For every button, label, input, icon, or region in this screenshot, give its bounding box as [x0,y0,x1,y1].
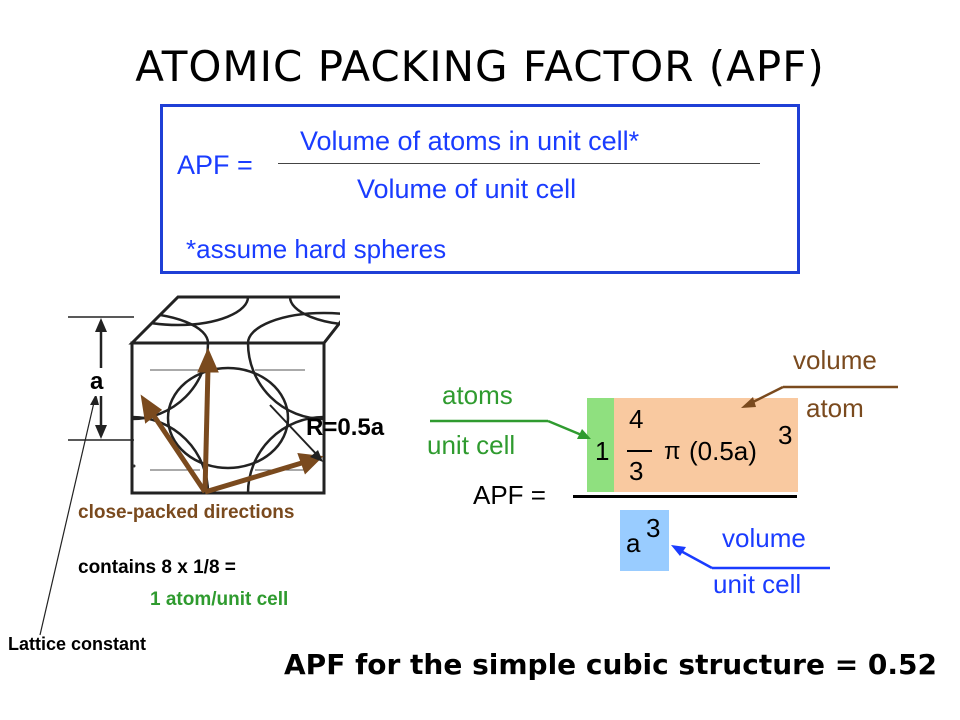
numerator-four: 4 [629,404,644,434]
cell-volume-exponent: 3 [646,513,661,543]
lattice-constant-label: Lattice constant [8,634,147,654]
apf-definition-lhs: APF = [177,150,253,180]
cube-diagram [39,295,340,636]
apf-formula-label: APF = [473,480,546,510]
atoms-per-cell-label: 1 atom/unit cell [150,589,289,610]
cube-top-face [128,295,340,345]
cell-volume-symbol: a [626,528,641,558]
conclusion-text: APF for the simple cubic structure = 0.5… [284,648,937,681]
edge-label: a [90,368,104,396]
atom-label: atom [806,393,864,423]
atom-count-value: 1 [595,436,610,466]
fraction-line [278,163,760,164]
apf-definition-numerator: Volume of atoms in unit cell* [300,126,640,156]
formula-arrows [430,385,898,570]
volume-label-cell: volume [722,523,806,553]
close-packed-direction-arrows [140,347,324,495]
volume-label-atom: volume [793,345,877,375]
atoms-label: atoms [442,380,513,410]
apf-definition-denominator: Volume of unit cell [357,174,577,204]
apf-definition-box [160,104,800,274]
unit-cell-label: unit cell [713,569,802,599]
close-packed-label: close-packed directions [78,502,295,523]
four-thirds-line [627,450,652,452]
pi-symbol: π [664,438,681,465]
atom-count-box [587,398,614,492]
cell-volume-box [620,510,669,571]
contains-label: contains 8 x 1/8 = [78,557,236,578]
atom-volume-box [614,398,798,492]
radius-exponent: 3 [778,420,793,450]
denominator-three: 3 [629,456,644,486]
sphere-arcs-top [132,297,340,343]
radius-label: R=0.5a [306,414,385,441]
per-unit-cell-label: unit cell [427,430,516,460]
radius-term: (0.5a) [689,436,757,466]
page-title: ATOMIC PACKING FACTOR (APF) [135,42,825,91]
hard-spheres-note: *assume hard spheres [186,234,447,264]
formula-fraction-line [573,495,797,498]
sphere-arcs-front [132,343,324,493]
